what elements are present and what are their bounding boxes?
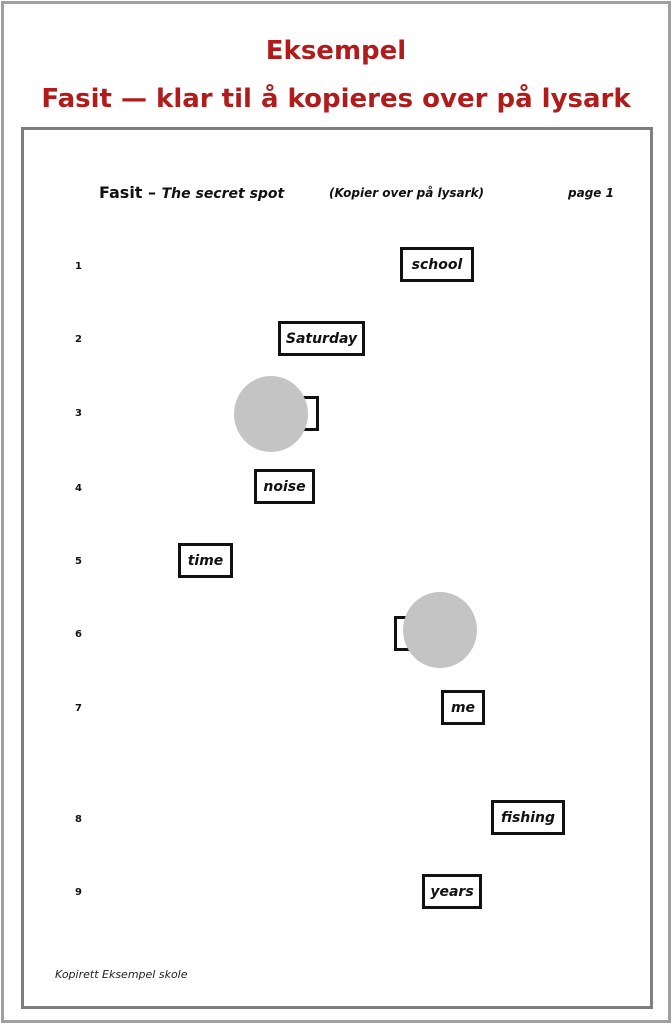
row-number: 3 (75, 408, 82, 419)
row-number: 2 (75, 334, 82, 345)
answer-box: fishing (491, 800, 565, 835)
mask-circle (234, 376, 308, 452)
answer-box: school (400, 247, 474, 282)
row-number: 8 (75, 814, 82, 825)
row-number: 6 (75, 629, 82, 640)
answer-box: time (178, 543, 233, 578)
row-number: 9 (75, 887, 82, 898)
answer-box: years (422, 874, 482, 909)
sheet-title-label: Fasit – (99, 183, 157, 202)
sheet-instruction: (Kopier over på lysark) (329, 186, 485, 200)
answer-sheet (21, 127, 653, 1009)
row-number: 5 (75, 556, 82, 567)
page-title: Eksempel (265, 36, 407, 66)
answer-box: me (441, 690, 485, 725)
row-number: 4 (75, 483, 82, 494)
page-number: page 1 (568, 186, 614, 200)
page-subtitle: Fasit — klar til å kopieres over på lysa… (41, 84, 631, 114)
sheet-subtitle: The secret spot (161, 186, 285, 202)
answer-box: Saturday (278, 321, 365, 356)
sheet-title: Fasit – The secret spot (99, 183, 284, 202)
answer-box: noise (254, 469, 315, 504)
row-number: 1 (75, 261, 82, 272)
row-number: 7 (75, 703, 82, 714)
mask-circle (403, 592, 477, 668)
copyright-footer: Kopirett Eksempel skole (55, 968, 188, 981)
